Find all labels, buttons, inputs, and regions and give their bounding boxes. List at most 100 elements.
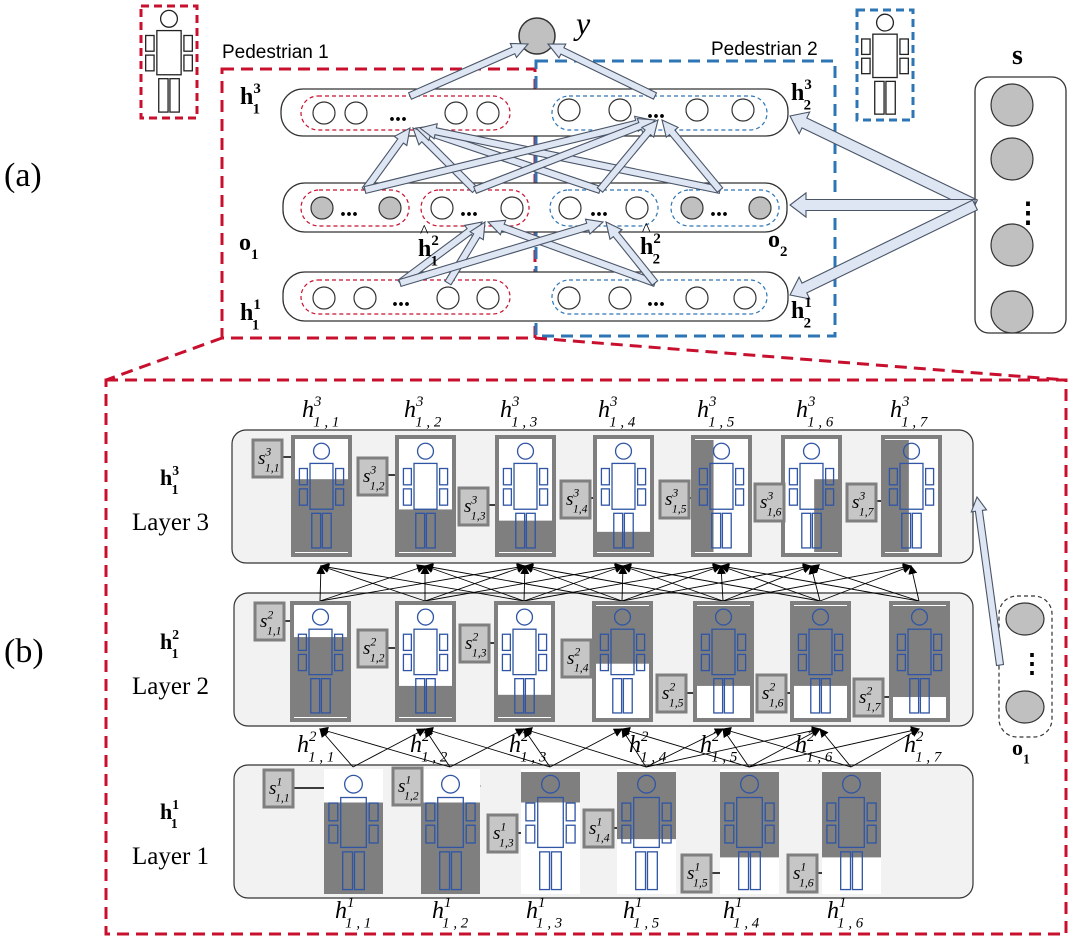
layer3-person-4-head — [614, 442, 633, 460]
layer3-person-4-leg-r — [623, 512, 634, 549]
layer2-person-4 — [596, 606, 649, 714]
o1-label-b: o1 — [1012, 735, 1030, 766]
layer2-person-6-torso — [808, 628, 833, 676]
s-layer2-7-box — [852, 677, 885, 718]
conn-l1-l2-16 — [748, 726, 920, 768]
layer3-person-2-mask — [399, 509, 452, 552]
layer3-person-2 — [399, 442, 452, 552]
layer1-person-2-arm-r1 — [465, 802, 476, 822]
layer2-person-3-head — [515, 608, 534, 626]
conn-l2-l3-14 — [524, 564, 623, 602]
layer1-person-1-mask — [324, 802, 383, 894]
layer-1-name: Layer 1 — [132, 843, 209, 870]
layer3-person-1-leg-r — [321, 512, 332, 549]
layer3-person-1-leg-l — [311, 512, 322, 549]
layer2-person-3-arm-l2 — [501, 653, 512, 672]
layer3-person-5-leg-r — [721, 512, 732, 549]
layer3-person-5-torso — [709, 462, 734, 510]
layer2-person-2 — [399, 608, 452, 717]
h3-layer-box — [280, 88, 789, 137]
s-layer1-2-box — [391, 766, 424, 807]
layer1-person-3-torso — [537, 796, 564, 849]
s-layer3-5-box — [658, 479, 691, 520]
layer2-person-6-leg-r — [820, 678, 831, 714]
layer2-person-3-leg-r — [524, 678, 535, 714]
ped1-hhat-node-2 — [500, 196, 524, 220]
layer-2-name: Layer 2 — [132, 673, 209, 700]
layer3-person-6-arm-r1 — [824, 467, 835, 486]
layer2-person-2-leg-l — [415, 678, 426, 714]
panel-a: (a) Pedestrian 1 Pedestrian 2 s ⋮ y — [4, 5, 1067, 340]
arrow-s-to-h23 — [789, 111, 979, 211]
ped2-h1-dots: ... — [647, 286, 665, 312]
ped2-o-dots: ... — [710, 196, 728, 222]
pedestrian-2-icon-frame — [855, 8, 915, 122]
panel-a-nodes: ........................ — [310, 83, 1034, 334]
layer2-person-1-arm-l1 — [297, 633, 308, 652]
layer2-person-4-arm-l2 — [599, 653, 610, 672]
pedestrian-2-icon-arm-r1 — [899, 38, 909, 56]
layer3-person-3-leg-r — [525, 512, 536, 549]
ped1-h3-node-1 — [312, 101, 336, 125]
s-layer3-6-box — [753, 482, 786, 523]
s-layer3-1-box — [251, 438, 284, 479]
arrow-o1-to-layer3 — [970, 495, 1005, 667]
conn-l2-l3-18 — [524, 562, 724, 602]
ped1-h1-node-4 — [476, 286, 500, 310]
layer3-person-4-mask — [597, 531, 650, 552]
layer1-person-4-mask — [617, 772, 676, 840]
layer2-person-5-head — [714, 608, 733, 626]
arrow-s-to-o2 — [789, 191, 976, 219]
layer1-person-3-head — [541, 774, 561, 794]
zoom-line-right — [534, 336, 1067, 382]
ped2-h1-group — [551, 279, 768, 315]
layer3-person-6-torso — [799, 462, 824, 510]
conn-l2-l3-28 — [810, 564, 920, 602]
pedestrian-1-icon-arm-l2 — [145, 54, 155, 72]
layer3-person-7-arm-l2 — [888, 488, 899, 506]
layer3-person-5-arm-l1 — [698, 467, 709, 486]
conn-l1-l2-2 — [352, 728, 426, 768]
layer2-person-7-arm-l1 — [896, 633, 907, 652]
layer3-person-7-arm-r2 — [924, 488, 935, 506]
layer1-person-5-arm-r2 — [764, 824, 775, 844]
ped2-h3-node-3 — [685, 98, 709, 122]
pedestrian-1-icon-frame — [139, 4, 199, 120]
layer3-person-4-arm-l2 — [600, 488, 611, 506]
layer1-person-3 — [521, 772, 580, 891]
layer1-person-2-head — [440, 774, 460, 794]
o1-vdots-b: ⋮ — [1019, 649, 1045, 678]
s-layer2-2-box — [356, 628, 389, 669]
s-layer1-1-box — [262, 768, 295, 809]
layer3-person-3-torso — [513, 462, 538, 510]
layer3-person-4-arm-r2 — [636, 488, 647, 506]
layer3-person-1-mask — [295, 479, 348, 552]
layer2-person-3-arm-r2 — [537, 653, 548, 672]
conn-l2-l3-29 — [908, 565, 920, 602]
layer1-person-6-arm-r1 — [866, 802, 877, 822]
ped2-h3-node-1 — [557, 98, 581, 122]
label-o1: o1 — [239, 230, 258, 263]
ped1-h3-node-2 — [344, 101, 368, 125]
pedestrian-2-icon-head — [875, 13, 895, 32]
layer1-person-4-head — [637, 774, 657, 794]
ped1-o-group — [300, 189, 410, 227]
arrow-hhat1-to-h23 — [472, 117, 657, 195]
layer3-person-6-arm-l2 — [788, 488, 799, 506]
label-o2: o2 — [768, 227, 787, 260]
layer1-person-1-arm-l1 — [328, 802, 339, 822]
layer2-person-5-arm-l1 — [700, 633, 711, 652]
conn-l2-l3-16 — [621, 564, 722, 602]
ped2-o-group — [670, 189, 780, 227]
